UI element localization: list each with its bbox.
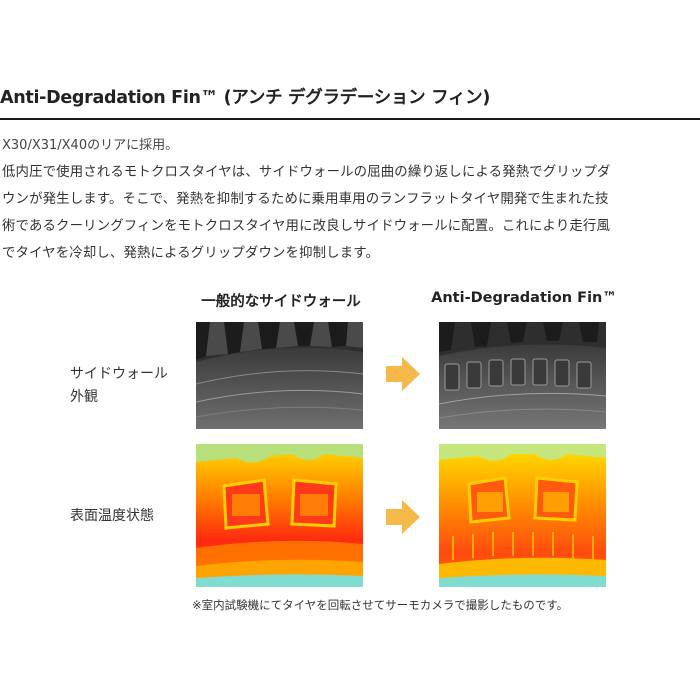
row-label-appearance-line2: 外観 xyxy=(70,389,98,405)
row-label-appearance-line1: サイドウォール xyxy=(70,366,168,382)
description-line-2: ウンが発生します。そこで、発熱を抑制するために乗用車用のランフラットタイヤ開発で… xyxy=(2,192,609,207)
section-title: Anti-Degradation Fin™ (アンチ デグラデーション フィン) xyxy=(0,88,491,108)
thermal-image-standard xyxy=(196,444,363,587)
thermal-image-fin xyxy=(439,444,606,587)
description-line-1: 低内圧で使用されるモトクロスタイヤは、サイドウォールの屈曲の繰り返しによる発熱で… xyxy=(2,165,611,180)
title-divider xyxy=(0,118,700,120)
column-heading-fin: Anti-Degradation Fin™ xyxy=(431,290,617,306)
right-arrow-icon xyxy=(386,357,420,391)
right-arrow-icon xyxy=(386,500,420,534)
column-heading-standard: 一般的なサイドウォール xyxy=(201,294,361,310)
description-line-3: 術であるクーリングフィンをモトクロスタイヤ用に改良しサイドウォールに配置。これに… xyxy=(2,219,610,234)
row-label-temperature: 表面温度状態 xyxy=(70,508,154,524)
description-line-4: でタイヤを冷却し、発熱によるグリップダウンを抑制します。 xyxy=(2,246,379,261)
footnote: ※室内試験機にてタイヤを回転させてサーモカメラで撮影したものです。 xyxy=(192,598,569,612)
row-label-appearance: サイドウォール 外観 xyxy=(70,363,168,409)
photo-standard-sidewall xyxy=(196,322,363,429)
adoption-text: X30/X31/X40のリアに採用。 xyxy=(2,138,179,153)
photo-fin-sidewall xyxy=(439,322,606,429)
